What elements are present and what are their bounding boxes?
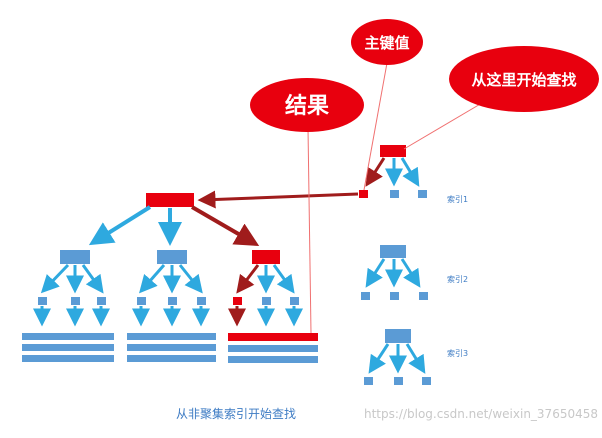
clustered-mid-node-right (252, 250, 280, 264)
index-label-1: 索引1 (447, 194, 468, 204)
callout-primary-key-text: 主键值 (364, 34, 409, 52)
callout-result: 结果 (250, 78, 364, 132)
result-data-row (228, 333, 318, 341)
leaf-node (38, 297, 47, 305)
index2-leaf (361, 292, 370, 300)
leaf-node (290, 297, 299, 305)
nonclustered-index-2: 索引2 (361, 245, 468, 300)
arrow-mid-center-to-leaf-3 (178, 264, 203, 294)
leaf-node (197, 297, 206, 305)
leaf-node-highlight (233, 297, 242, 305)
arrow-index3-left (368, 343, 390, 374)
clustered-root-node (146, 193, 194, 207)
index1-leaf-primary-key (359, 190, 368, 198)
index2-leaf (419, 292, 428, 300)
arrow-mid-left-to-leaf-3 (81, 264, 104, 294)
index2-root-node (380, 245, 406, 258)
leaf-node (262, 297, 271, 305)
clustered-index-tree (22, 193, 318, 363)
leaf-node (137, 297, 146, 305)
nonclustered-index-1: 索引1 (359, 145, 468, 204)
index1-root-node (380, 145, 406, 157)
clustered-mid-node-center (157, 250, 187, 264)
arrow-root-to-mid-right (190, 205, 260, 247)
arrow-index2-left (365, 258, 386, 288)
leaf-node (71, 297, 80, 305)
leaf-node (97, 297, 106, 305)
watermark: https://blog.csdn.net/weixin_37650458 (364, 407, 598, 421)
arrow-key-lookup (197, 190, 359, 209)
callout-start-here-text: 从这里开始查找 (471, 71, 576, 89)
callout-line-result (307, 127, 312, 334)
index-label-3: 索引3 (447, 348, 468, 358)
data-page-stack-center (127, 333, 216, 362)
callout-result-text: 结果 (285, 93, 329, 119)
arrow-mid-left-to-leaf-1 (40, 263, 70, 294)
clustered-mid-node-left (60, 250, 90, 264)
callout-line-start-here (403, 102, 483, 150)
index3-leaf (422, 377, 431, 385)
arrow-index1-left (365, 157, 386, 187)
arrow-mid-right-to-leaf-3 (272, 264, 295, 294)
diagram-caption: 从非聚集索引开始查找 (176, 406, 296, 421)
arrow-mid-center-to-leaf-1 (139, 264, 166, 294)
arrow-index3-right (405, 343, 426, 374)
data-page-stack-right (228, 333, 318, 363)
index2-leaf (390, 292, 399, 300)
callout-start-here: 从这里开始查找 (449, 46, 599, 112)
arrow-mid-right-to-leaf-1 (236, 264, 260, 294)
callout-primary-key: 主键值 (351, 19, 423, 65)
arrow-index2-right (400, 258, 421, 288)
arrow-root-to-mid-left (88, 205, 152, 246)
nonclustered-index-3: 索引3 (364, 329, 468, 385)
index3-leaf (394, 377, 403, 385)
data-page-stack-left (22, 333, 114, 362)
arrow-index1-right (400, 157, 420, 187)
index3-leaf (364, 377, 373, 385)
index1-leaf (390, 190, 399, 198)
index3-root-node (385, 329, 411, 343)
index-label-2: 索引2 (447, 274, 468, 284)
callout-line-primary-key (363, 62, 388, 191)
index1-leaf (418, 190, 427, 198)
leaf-node (168, 297, 177, 305)
